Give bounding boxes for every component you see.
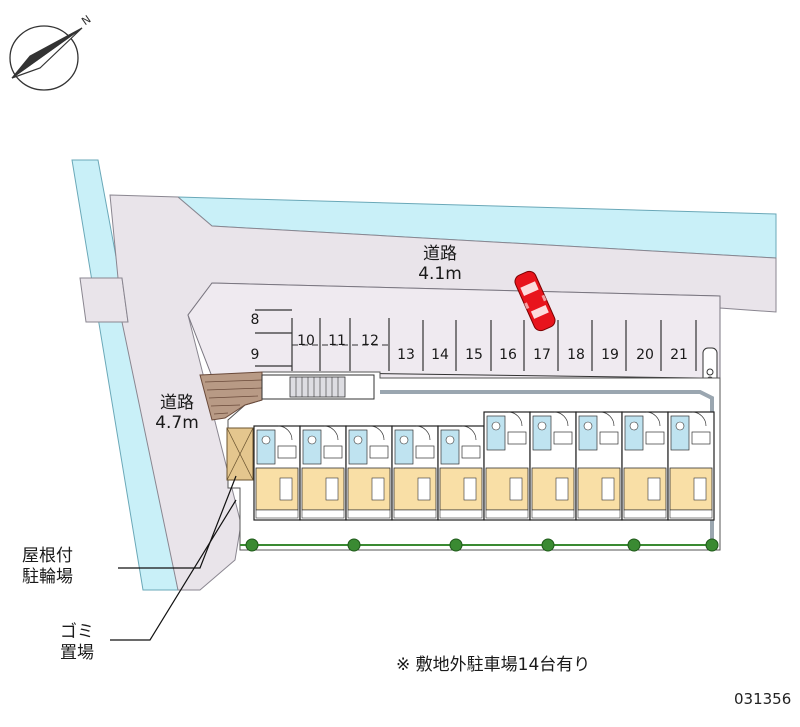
stall-13: 13	[397, 347, 415, 363]
left-road-name: 道路	[160, 393, 194, 413]
top-road-name: 道路	[423, 244, 457, 264]
garbage-area	[226, 427, 254, 481]
left-road-width: 4.7m	[155, 413, 199, 433]
stall-14: 14	[431, 347, 449, 363]
bicycle-callout-line1: 屋根付	[22, 546, 73, 566]
tree-icon	[627, 538, 641, 552]
stall-8: 8	[250, 312, 260, 328]
bicycle-leader	[118, 475, 237, 569]
apartment-unit	[437, 425, 485, 521]
tree-icon	[245, 538, 259, 552]
top-road-width: 4.1m	[418, 264, 462, 284]
stall-16: 16	[499, 347, 517, 363]
bridge	[79, 277, 129, 323]
stall-15: 15	[465, 347, 483, 363]
bicycle-callout-line2: 駐輪場	[22, 567, 73, 587]
apartment-unit	[529, 411, 577, 521]
stall-11: 11	[328, 333, 346, 349]
building	[253, 411, 715, 521]
svg-text:N: N	[79, 13, 93, 28]
apartment-unit	[483, 411, 531, 521]
apartment-unit	[621, 411, 669, 521]
offsite-parking-note: ※ 敷地外駐車場14台有り	[396, 655, 591, 675]
property-id: 031356	[734, 690, 792, 708]
apartment-unit	[345, 425, 393, 521]
apartment-unit	[575, 411, 623, 521]
tree-icon	[541, 538, 555, 552]
stall-18: 18	[567, 347, 585, 363]
stall-10: 10	[297, 333, 315, 349]
garbage-callout: ゴミ 置場	[60, 622, 94, 664]
top-road-label: 道路 4.1m	[400, 244, 480, 284]
garbage-callout-line1: ゴミ	[60, 622, 94, 642]
tree-icon	[705, 538, 719, 552]
tree-icon	[449, 538, 463, 552]
apartment-unit	[391, 425, 439, 521]
stall-21: 21	[670, 347, 688, 363]
hedge	[240, 538, 719, 552]
apartment-unit	[253, 425, 301, 521]
car-icon	[514, 270, 556, 332]
stairs	[261, 374, 375, 400]
garbage-leader	[110, 499, 237, 641]
bicycle-parking	[199, 371, 263, 421]
apartment-unit	[299, 425, 347, 521]
stall-12: 12	[361, 333, 379, 349]
apartment-unit	[667, 411, 715, 521]
stall-20: 20	[636, 347, 654, 363]
stall-19: 19	[601, 347, 619, 363]
left-road-label: 道路 4.7m	[140, 393, 214, 433]
garbage-callout-line2: 置場	[60, 643, 94, 663]
stall-9: 9	[250, 347, 260, 363]
compass-icon: N	[9, 13, 93, 91]
stall-17: 17	[533, 347, 551, 363]
tree-icon	[347, 538, 361, 552]
bicycle-callout: 屋根付 駐輪場	[22, 546, 73, 588]
